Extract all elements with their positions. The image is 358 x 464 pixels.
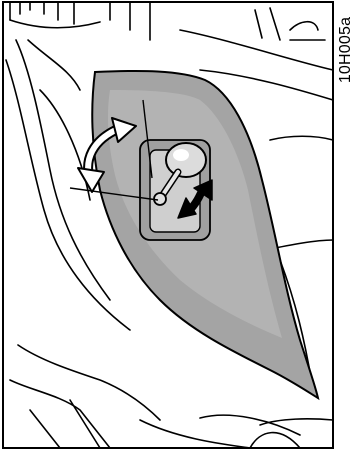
figure-code: 10H005a	[337, 17, 355, 83]
figure-code-label: 10H005a	[336, 6, 356, 94]
